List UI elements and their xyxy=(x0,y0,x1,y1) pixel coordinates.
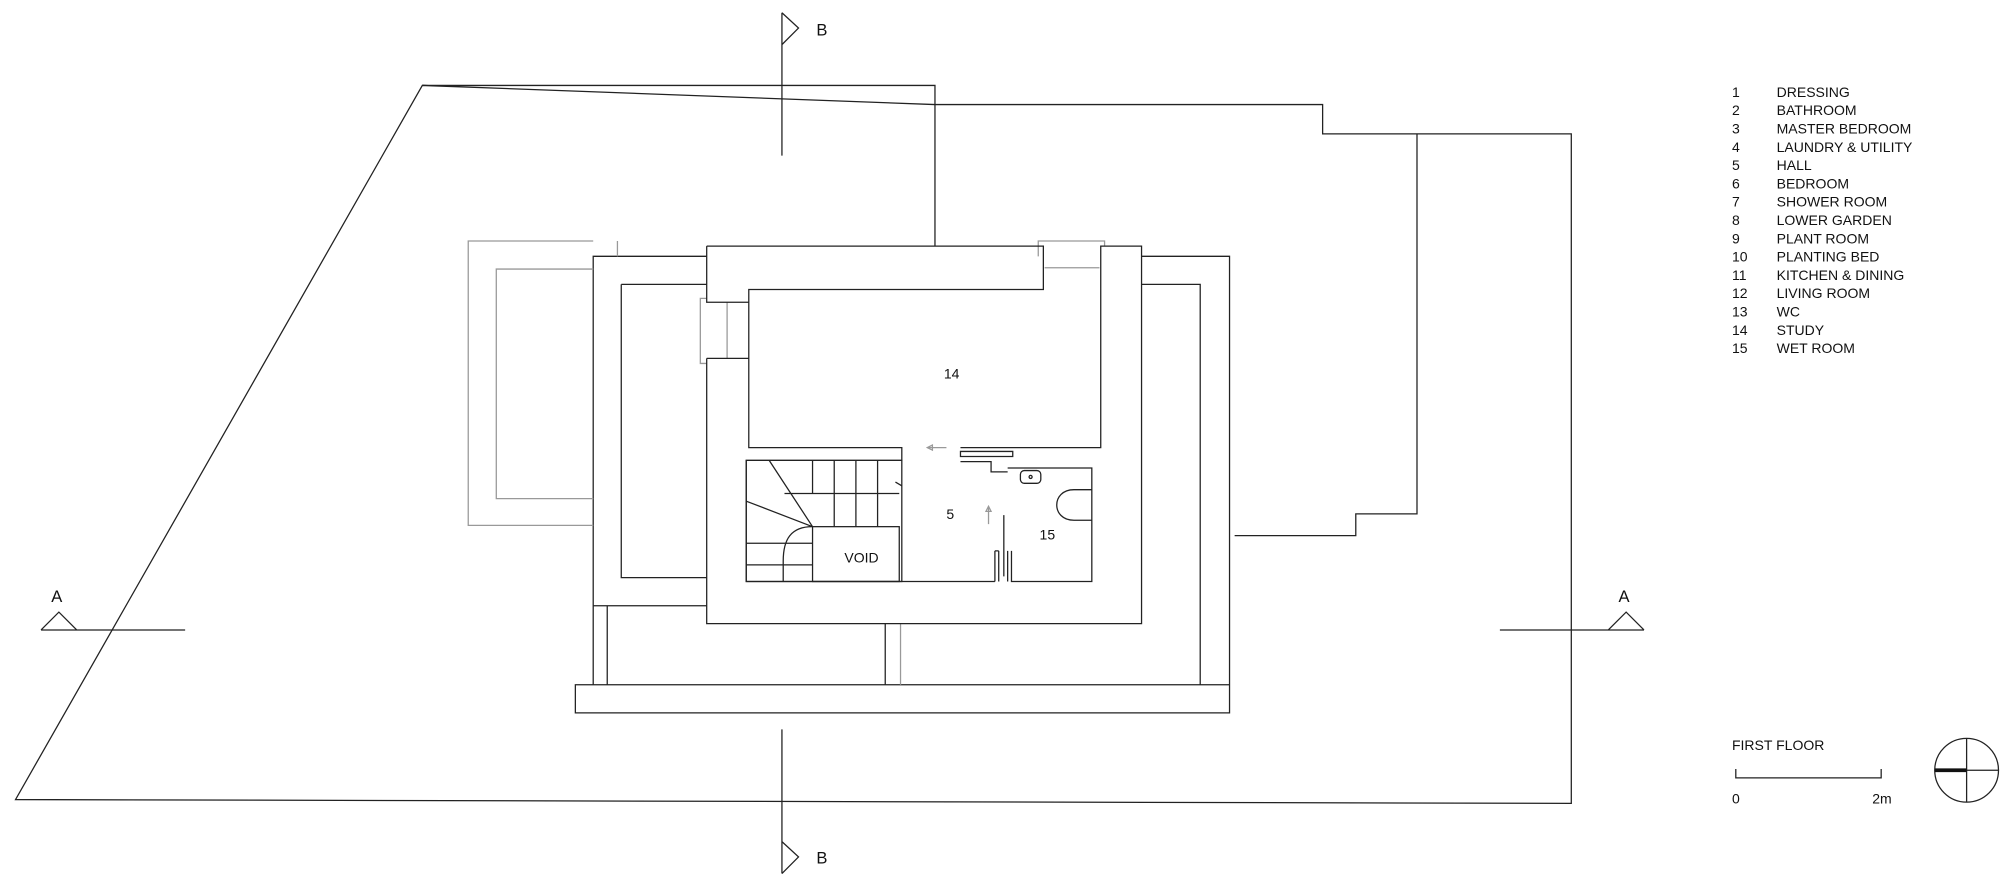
legend-label: HALL xyxy=(1777,157,1812,173)
legend-item: 13 WC xyxy=(1732,304,1800,320)
site-inner-boundary xyxy=(1234,133,1418,537)
toilet xyxy=(1056,489,1092,521)
roof-light xyxy=(1037,240,1106,269)
legend-label: LOWER GARDEN xyxy=(1777,212,1892,228)
legend-label: LIVING ROOM xyxy=(1777,285,1870,301)
svg-text:B: B xyxy=(816,848,827,867)
legend-item: 8 LOWER GARDEN xyxy=(1732,212,1892,228)
legend-item: 10 PLANTING BED xyxy=(1732,249,1879,265)
legend-label: DRESSING xyxy=(1777,84,1850,100)
scale-bar xyxy=(1735,768,1882,779)
legend-item: 1 DRESSING xyxy=(1732,84,1850,100)
svg-text:B: B xyxy=(816,21,827,40)
svg-text:A: A xyxy=(51,587,63,606)
legend-number: 6 xyxy=(1732,175,1740,191)
legend-number: 4 xyxy=(1732,139,1740,155)
legend-number: 10 xyxy=(1732,249,1748,265)
wet-room-walls xyxy=(994,467,1093,583)
room-label-study: 14 xyxy=(944,366,960,382)
legend-number: 7 xyxy=(1732,194,1740,210)
site-boundary xyxy=(14,84,1572,805)
legend-label: BEDROOM xyxy=(1777,175,1849,191)
legend-number: 8 xyxy=(1732,212,1740,228)
door-arrow xyxy=(925,444,993,525)
scale-end: 2m xyxy=(1872,790,1891,806)
legend-label: STUDY xyxy=(1777,322,1825,338)
north-point-icon xyxy=(1934,737,2000,803)
basin xyxy=(1019,469,1042,484)
legend-number: 15 xyxy=(1732,340,1748,356)
section-mark-a-right: A xyxy=(1499,587,1645,631)
terrace-posts xyxy=(593,605,886,685)
legend-label: PLANTING BED xyxy=(1777,249,1880,265)
legend-item: 5 HALL xyxy=(1732,157,1812,173)
legend-label: MASTER BEDROOM xyxy=(1777,121,1912,137)
svg-text:VOID: VOID xyxy=(844,549,878,565)
legend-number: 3 xyxy=(1732,121,1740,137)
legend-label: WET ROOM xyxy=(1777,340,1855,356)
legend-label: LAUNDRY & UTILITY xyxy=(1777,139,1913,155)
legend-item: 3 MASTER BEDROOM xyxy=(1732,121,1911,137)
terrace-outline xyxy=(574,255,1231,714)
legend-label: KITCHEN & DINING xyxy=(1777,267,1905,283)
legend: 1 DRESSING 2 BATHROOM 3 MASTER BEDROOM 4 LAUNDR… xyxy=(1732,84,1913,356)
section-mark-a-left: A xyxy=(40,587,186,631)
svg-text:A: A xyxy=(1618,587,1630,606)
basin-drain xyxy=(1028,474,1033,480)
external-walls xyxy=(706,245,1143,625)
legend-number: 2 xyxy=(1732,102,1740,118)
legend-number: 13 xyxy=(1732,304,1748,320)
legend-item: 12 LIVING ROOM xyxy=(1732,285,1870,301)
legend-item: 7 SHOWER ROOM xyxy=(1732,194,1887,210)
section-mark-b-bottom: B xyxy=(781,729,827,874)
room-label-wet-room: 15 xyxy=(1040,526,1056,542)
legend-label: PLANT ROOM xyxy=(1777,230,1869,246)
legend-item: 6 BEDROOM xyxy=(1732,175,1849,191)
legend-item: 2 BATHROOM xyxy=(1732,102,1857,118)
legend-label: SHOWER ROOM xyxy=(1777,194,1888,210)
legend-number: 5 xyxy=(1732,157,1740,173)
legend-number: 9 xyxy=(1732,230,1740,246)
staircase: VOID xyxy=(745,459,903,583)
door-panel xyxy=(959,450,1014,473)
scale-start: 0 xyxy=(1732,790,1740,806)
legend-number: 12 xyxy=(1732,285,1748,301)
room-label-hall: 5 xyxy=(946,506,954,522)
legend-number: 14 xyxy=(1732,322,1748,338)
section-mark-b-top: B xyxy=(781,12,827,156)
window-left xyxy=(699,297,728,365)
legend-item: 11 KITCHEN & DINING xyxy=(1732,267,1904,283)
legend-item: 9 PLANT ROOM xyxy=(1732,230,1869,246)
legend-label: WC xyxy=(1777,304,1800,320)
legend-label: BATHROOM xyxy=(1777,102,1857,118)
plan-title: FIRST FLOOR xyxy=(1732,737,1824,753)
legend-number: 11 xyxy=(1732,267,1747,283)
legend-item: 4 LAUNDRY & UTILITY xyxy=(1732,139,1913,155)
legend-number: 1 xyxy=(1732,84,1740,100)
planter-left xyxy=(467,240,619,527)
legend-item: 15 WET ROOM xyxy=(1732,340,1855,356)
legend-item: 14 STUDY xyxy=(1732,322,1825,338)
